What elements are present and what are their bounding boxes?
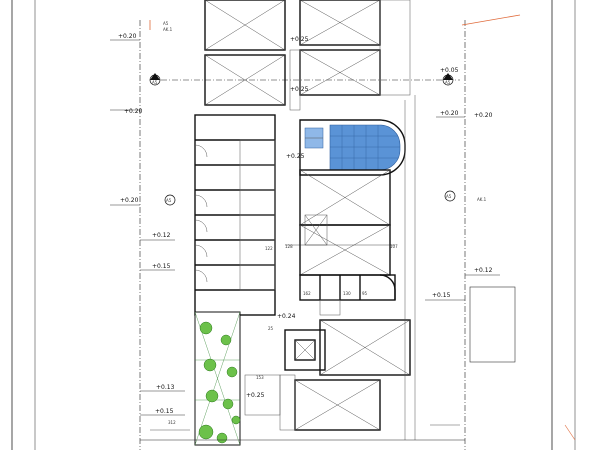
level-label: +0.20 — [118, 33, 137, 40]
section-marker-icon: A5 — [149, 73, 161, 86]
svg-text:107: 107 — [390, 244, 398, 249]
svg-text:130: 130 — [343, 291, 351, 296]
section-label: AK.1 — [477, 197, 487, 202]
level-label: +0.25 — [290, 36, 309, 43]
level-label: +0.05 — [440, 67, 459, 74]
svg-text:25: 25 — [268, 326, 274, 331]
svg-text:153: 153 — [256, 375, 264, 380]
svg-text:A5: A5 — [445, 80, 451, 85]
section-marker-icon: A5 — [444, 190, 456, 202]
level-label: +0.15 — [155, 408, 174, 415]
level-label: +0.13 — [156, 384, 175, 391]
section-marker-icon: A5 — [164, 194, 176, 206]
level-label: +0.12 — [474, 267, 493, 274]
svg-text:128: 128 — [285, 244, 293, 249]
svg-text:95: 95 — [362, 291, 368, 296]
right-block — [404, 95, 516, 440]
plot-boundary — [11, 0, 576, 450]
level-markers: +0.20 +0.20 +0.20 +0.25 +0.25 +0.25 +0.2… — [118, 33, 493, 415]
section-markers: A5 A5 A5 A5 A5 AK.1 AK.1 — [149, 21, 487, 206]
level-label: +0.20 — [474, 112, 493, 119]
svg-text:312: 312 — [168, 420, 176, 425]
pool-area — [299, 119, 406, 176]
parking-center — [285, 169, 395, 276]
level-label: +0.25 — [246, 392, 265, 399]
section-marker-icon: A5 — [442, 73, 454, 86]
svg-text:A5: A5 — [166, 198, 172, 203]
annotation-ticks — [110, 39, 500, 416]
level-label: +0.20 — [440, 110, 459, 117]
parking-lower — [244, 319, 411, 431]
section-label: AK.1 — [163, 27, 173, 32]
svg-text:A5: A5 — [152, 80, 158, 85]
parking-top — [204, 0, 411, 111]
section-label: A5 — [163, 21, 169, 26]
tree-icon — [198, 321, 241, 444]
level-label: +0.20 — [124, 108, 143, 115]
level-label: +0.12 — [152, 232, 171, 239]
svg-text:A5: A5 — [446, 194, 452, 199]
level-label: +0.15 — [432, 292, 451, 299]
level-label: +0.20 — [120, 197, 139, 204]
bottom-lines — [140, 424, 465, 441]
garden-strip — [194, 311, 241, 446]
level-label: +0.15 — [152, 263, 171, 270]
storage-rooms-left — [194, 114, 276, 316]
svg-text:122: 122 — [265, 246, 273, 251]
level-label: +0.25 — [286, 153, 305, 160]
core-rooms — [299, 274, 396, 316]
svg-text:162: 162 — [303, 291, 311, 296]
dimensions: 128 122 107 130 162 95 312 153 25 — [168, 244, 398, 425]
level-label: +0.24 — [277, 313, 296, 320]
level-label: +0.25 — [290, 86, 309, 93]
